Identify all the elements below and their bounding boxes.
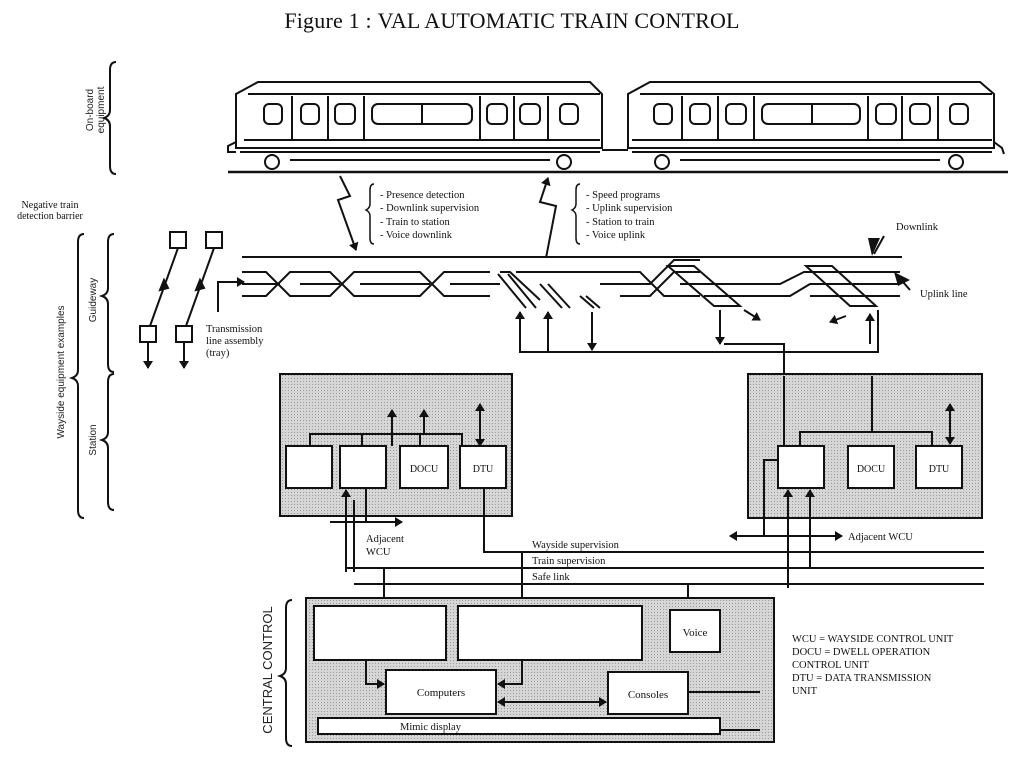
onboard-label-1: On-board	[85, 89, 96, 131]
detection-barrier	[139, 231, 223, 369]
uplink-line-label: Uplink line	[920, 289, 968, 300]
central-unit-a	[313, 605, 447, 661]
voice-label: Voice	[683, 627, 708, 639]
downlink-pointer-icon	[868, 235, 885, 256]
consoles-label: Consoles	[628, 689, 668, 701]
station-left-links	[330, 488, 984, 572]
wcu-left-unit-b	[339, 445, 387, 489]
guideway-brace	[98, 233, 115, 373]
central-control-panel	[305, 597, 775, 743]
transmission-line	[242, 256, 902, 309]
dtu-right-label: DTU	[929, 464, 950, 475]
computers-label: Computers	[417, 687, 465, 699]
downlink-item: - Downlink supervision	[380, 203, 480, 214]
central-control-label: CENTRAL CONTROL	[260, 606, 275, 733]
downlink-items-brace	[364, 183, 375, 245]
downlink-item: - Voice downlink	[380, 230, 453, 241]
uplink-item: - Station to train	[586, 217, 655, 228]
dtu-right-box	[915, 445, 963, 489]
tray-label-2: line assembly	[206, 336, 264, 347]
tray-pointer	[217, 277, 245, 312]
central-brace	[276, 599, 293, 747]
docu-left-box	[399, 445, 449, 489]
wcu-right-unit	[777, 445, 825, 489]
onboard-label-2: equipment	[96, 86, 107, 133]
station-brace	[98, 373, 115, 511]
safe-link-label: Safe link	[532, 572, 570, 583]
downlink-item: - Train to station	[380, 217, 450, 228]
figure-number: Figure 1 :	[284, 8, 372, 33]
train-car-left	[227, 81, 603, 170]
legend-line: UNIT	[792, 686, 818, 697]
downlink-label: Downlink	[896, 222, 939, 233]
dtu-left-label: DTU	[473, 464, 494, 475]
barrier-label-2: detection barrier	[17, 211, 83, 222]
uplink-line-pointer-icon	[894, 272, 911, 291]
downlink-item: - Presence detection	[380, 190, 465, 201]
guideway-feeds	[515, 309, 879, 376]
wayside-brace	[68, 233, 85, 519]
mimic-display-label: Mimic display	[400, 722, 462, 733]
dtu-left-box	[459, 445, 507, 489]
wayside-label: Wayside equipment examples	[56, 305, 67, 438]
computers-box	[385, 669, 497, 715]
tray-label-1: Transmission	[206, 324, 263, 335]
legend-line: CONTROL UNIT	[792, 660, 869, 671]
voice-box	[669, 609, 721, 653]
adjacent-wcu-right: Adjacent WCU	[848, 532, 913, 543]
docu-left-label: DOCU	[410, 464, 439, 475]
downlink-items: - Presence detection - Downlink supervis…	[380, 190, 480, 241]
legend-line: DOCU = DWELL OPERATION	[792, 647, 931, 658]
docu-right-label: DOCU	[857, 464, 886, 475]
tray-label-3: (tray)	[206, 348, 230, 359]
uplink-item: - Voice uplink	[586, 230, 646, 241]
station-left-panel	[279, 373, 513, 517]
docu-right-box	[847, 445, 895, 489]
guideway-label: Guideway	[88, 278, 99, 322]
downlink-radio-icon	[336, 175, 359, 251]
central-unit-b	[457, 605, 643, 661]
uplink-items-brace	[570, 183, 581, 245]
uplink-items: - Speed programs - Uplink supervision - …	[586, 190, 673, 241]
uplink-radio-icon	[538, 177, 558, 259]
station-right-links	[729, 489, 843, 588]
onboard-brace	[100, 61, 117, 175]
wayside-supervision-label: Wayside supervision	[532, 540, 620, 551]
station-label: Station	[88, 424, 99, 455]
uplink-item: - Uplink supervision	[586, 203, 673, 214]
legend-line: DTU = DATA TRANSMISSION	[792, 673, 932, 684]
legend-line: WCU = WAYSIDE CONTROL UNIT	[792, 634, 954, 645]
barrier-label-1: Negative train	[22, 200, 79, 211]
train-supervision-label: Train supervision	[532, 556, 606, 567]
adjacent-wcu-left-1: Adjacent	[366, 534, 404, 545]
mimic-display-box	[317, 717, 721, 735]
uplink-item: - Speed programs	[586, 190, 660, 201]
wcu-left-unit-a	[285, 445, 333, 489]
figure-title: Figure 1 : VAL AUTOMATIC TRAIN CONTROL	[0, 8, 1024, 34]
consoles-box	[607, 671, 689, 715]
adjacent-wcu-left-2: WCU	[366, 547, 391, 558]
legend: WCU = WAYSIDE CONTROL UNIT DOCU = DWELL …	[792, 634, 954, 697]
station-right-panel	[747, 373, 983, 536]
train-car-right	[602, 81, 1005, 170]
figure-caption: VAL AUTOMATIC TRAIN CONTROL	[377, 8, 740, 33]
